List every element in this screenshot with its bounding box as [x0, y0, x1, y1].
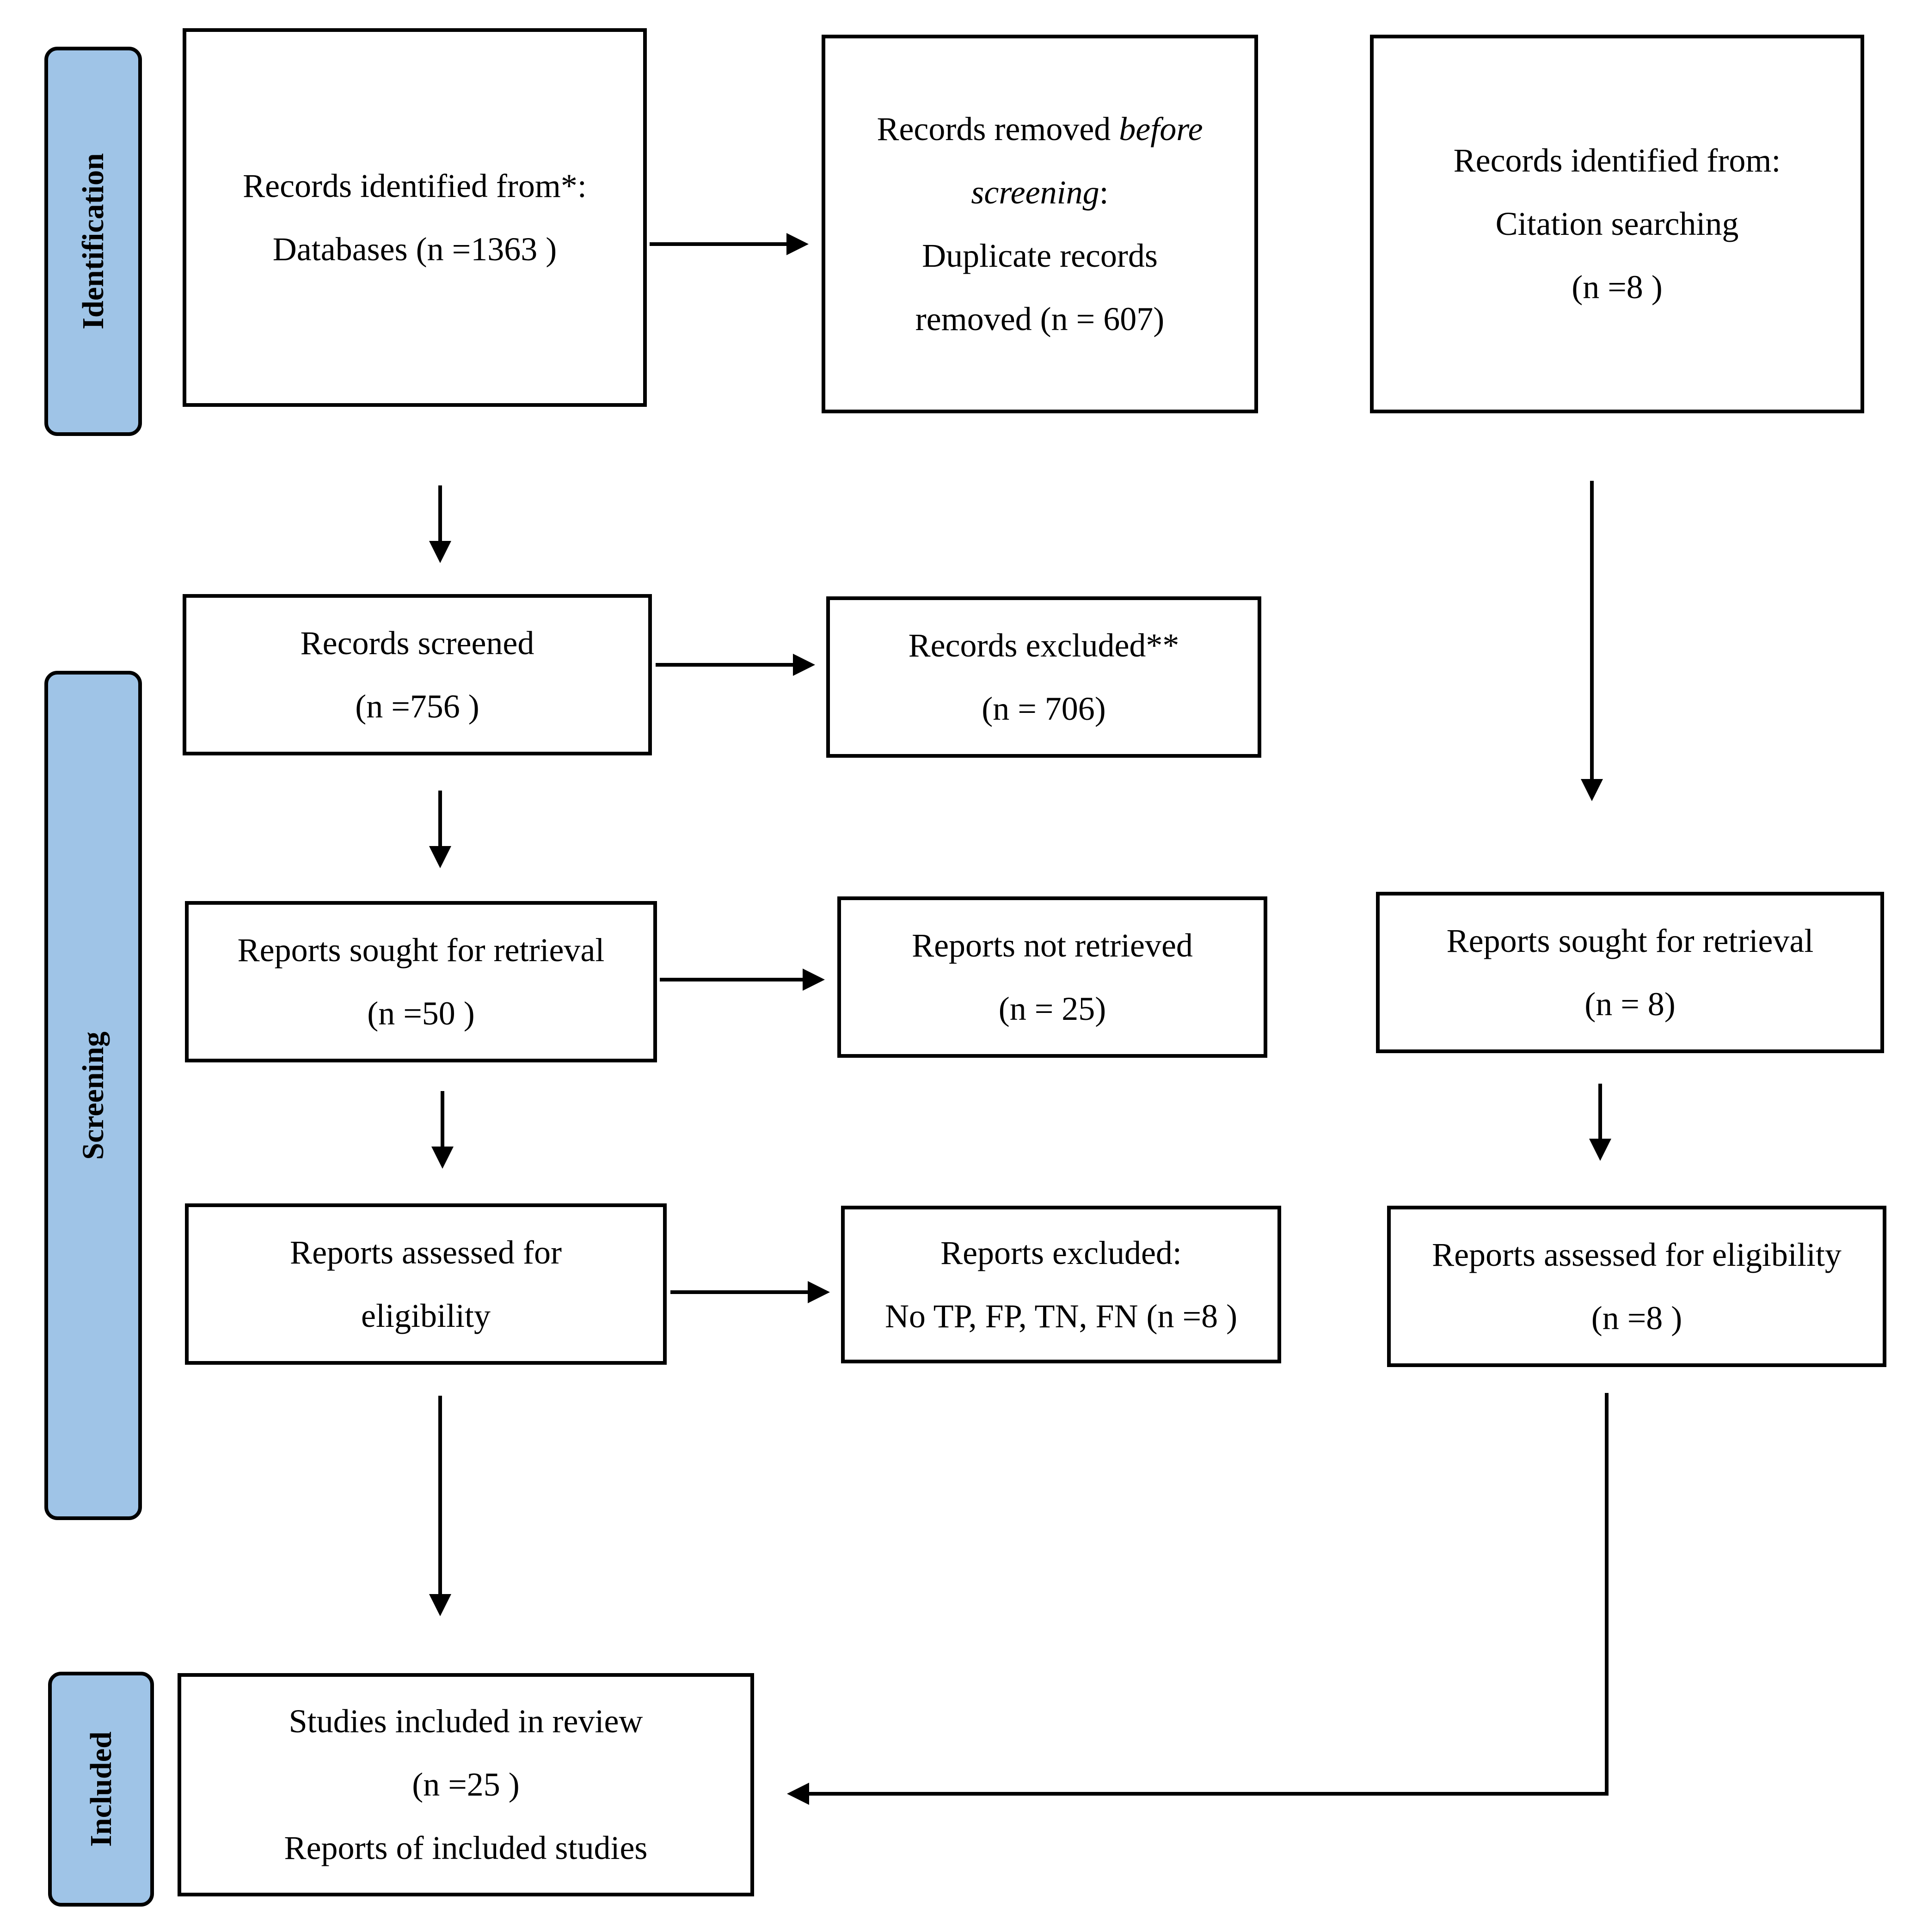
reports-excluded-label: Reports excluded:	[940, 1234, 1182, 1271]
reports-not-retrieved-count: (n = 25)	[998, 990, 1106, 1027]
screening-phase-label: Screening	[44, 671, 142, 1520]
included-phase-label: Included	[48, 1672, 154, 1907]
citation-count: (n =8 )	[1572, 269, 1663, 306]
reports-not-retrieved-label: Reports not retrieved	[912, 926, 1193, 964]
databases-count: Databases (n =1363 )	[272, 230, 557, 268]
identification-phase-label: Identification	[44, 47, 142, 436]
records-excluded-label: Records excluded**	[908, 626, 1179, 664]
reports-assessed-line1: Reports assessed for	[290, 1233, 562, 1271]
citation-assessed-count: (n =8 )	[1591, 1299, 1683, 1337]
reports-assessed-line2: eligibility	[361, 1297, 491, 1334]
reports-excluded-box: Reports excluded: No TP, FP, TN, FN (n =…	[841, 1206, 1281, 1363]
records-identified-citation-box: Records identified from: Citation search…	[1370, 35, 1864, 413]
reports-assessed-databases-box: Reports assessed for eligibility	[185, 1203, 667, 1365]
arrow-citation-to-included	[787, 1393, 1609, 1805]
records-identified-databases-box: Records identified from*: Databases (n =…	[183, 28, 647, 407]
records-screened-label: Records screened	[300, 624, 534, 662]
citation-searching-line: Citation searching	[1495, 205, 1739, 242]
reports-sought-label: Reports sought for retrieval	[237, 931, 605, 969]
reports-not-retrieved-box: Reports not retrieved (n = 25)	[837, 896, 1267, 1058]
records-excluded-box: Records excluded** (n = 706)	[826, 596, 1261, 758]
duplicate-removed-count: removed (n = 607)	[915, 300, 1165, 337]
citation-assessed-label: Reports assessed for eligibility	[1432, 1236, 1842, 1273]
citation-reports-sought-count: (n = 8)	[1584, 985, 1676, 1023]
reports-sought-databases-box: Reports sought for retrieval (n =50 )	[185, 901, 657, 1062]
studies-included-label: Studies included in review	[289, 1703, 643, 1740]
studies-included-count: (n =25 )	[412, 1766, 520, 1803]
duplicate-records-line: Duplicate records	[922, 237, 1158, 274]
reports-sought-count: (n =50 )	[367, 994, 475, 1032]
citation-identified-line1: Records identified from:	[1453, 142, 1781, 179]
records-identified-line1: Records identified from*:	[243, 167, 587, 204]
records-excluded-count: (n = 706)	[982, 690, 1106, 727]
records-screened-box: Records screened (n =756 )	[183, 594, 652, 755]
records-removed-before-screening-box: Records removed before screening: Duplic…	[822, 35, 1258, 413]
reports-sought-citation-box: Reports sought for retrieval (n = 8)	[1376, 892, 1884, 1053]
records-removed-line1: Records removed before	[877, 110, 1203, 147]
citation-reports-sought-label: Reports sought for retrieval	[1446, 922, 1814, 959]
studies-included-box: Studies included in review (n =25 ) Repo…	[178, 1673, 754, 1896]
records-screened-count: (n =756 )	[355, 687, 479, 725]
reports-excluded-reason: No TP, FP, TN, FN (n =8 )	[884, 1297, 1238, 1335]
reports-assessed-citation-box: Reports assessed for eligibility (n =8 )	[1387, 1206, 1886, 1367]
records-removed-line2: screening:	[971, 173, 1109, 211]
reports-of-included-label: Reports of included studies	[284, 1829, 648, 1866]
